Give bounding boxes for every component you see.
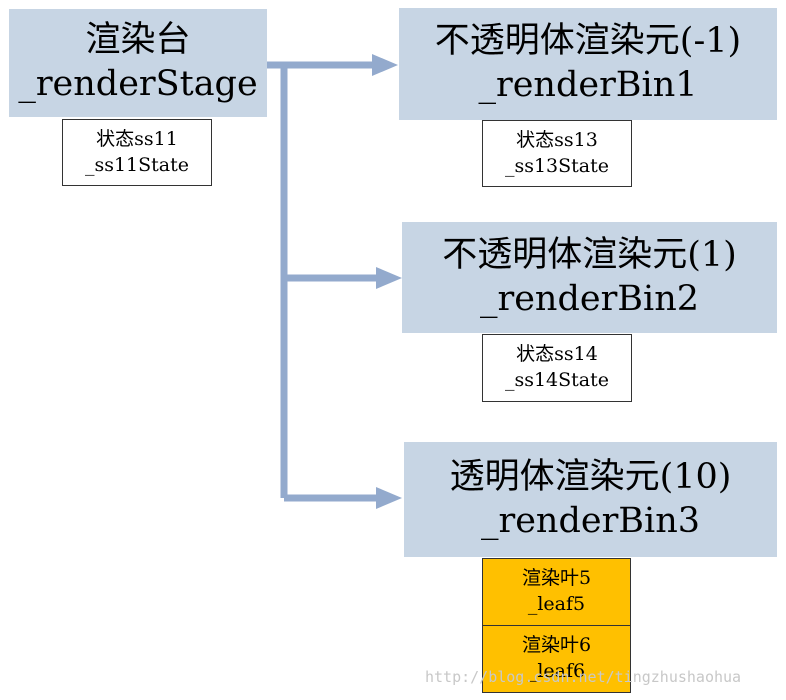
leaf6-box: 渲染叶6 _leaf6 — [482, 625, 631, 693]
watermark-text: http://blog.csdn.net/tingzhushaohua — [425, 668, 742, 686]
bin1-state-variable: _ss13State — [504, 154, 610, 177]
arrowhead-bin1 — [372, 54, 398, 76]
render-stage-title: 渲染台 — [85, 20, 191, 61]
render-bin2-node: 不透明体渲染元(1) _renderBin2 — [402, 222, 777, 333]
bin1-state-label: 状态ss13 — [516, 128, 598, 151]
render-stage-subtitle: _renderStage — [18, 64, 258, 104]
render-bin1-node: 不透明体渲染元(-1) _renderBin1 — [399, 8, 777, 120]
render-bin1-title: 不透明体渲染元(-1) — [434, 21, 742, 62]
render-bin2-subtitle: _renderBin2 — [479, 278, 700, 319]
render-bin2-title: 不透明体渲染元(1) — [442, 234, 737, 275]
render-bin1-subtitle: _renderBin1 — [478, 65, 698, 105]
leaf5-variable: _leaf5 — [527, 593, 586, 615]
arrowhead-bin2 — [376, 267, 402, 289]
bin2-state-box: 状态ss14 _ss14State — [482, 334, 632, 402]
bin2-state-variable: _ss14State — [504, 369, 610, 391]
stage-state-box: 状态ss11 _ss11State — [62, 119, 212, 186]
bin2-state-label: 状态ss14 — [516, 343, 598, 366]
render-stage-node: 渲染台 _renderStage — [9, 9, 267, 117]
render-bin3-title: 透明体渲染元(10) — [449, 456, 732, 497]
leaf6-label: 渲染叶6 — [521, 634, 592, 657]
arrowhead-bin3 — [376, 487, 402, 509]
stage-state-label: 状态ss11 — [96, 127, 178, 150]
bin1-state-box: 状态ss13 _ss13State — [482, 120, 632, 187]
stage-state-variable: _ss11State — [84, 153, 190, 176]
leaf6-variable: _leaf6 — [527, 660, 586, 682]
render-bin3-node: 透明体渲染元(10) _renderBin3 — [404, 442, 777, 557]
leaf5-label: 渲染叶5 — [521, 567, 592, 590]
render-bin3-subtitle: _renderBin3 — [480, 500, 701, 541]
leaf5-box: 渲染叶5 _leaf5 — [482, 558, 631, 626]
